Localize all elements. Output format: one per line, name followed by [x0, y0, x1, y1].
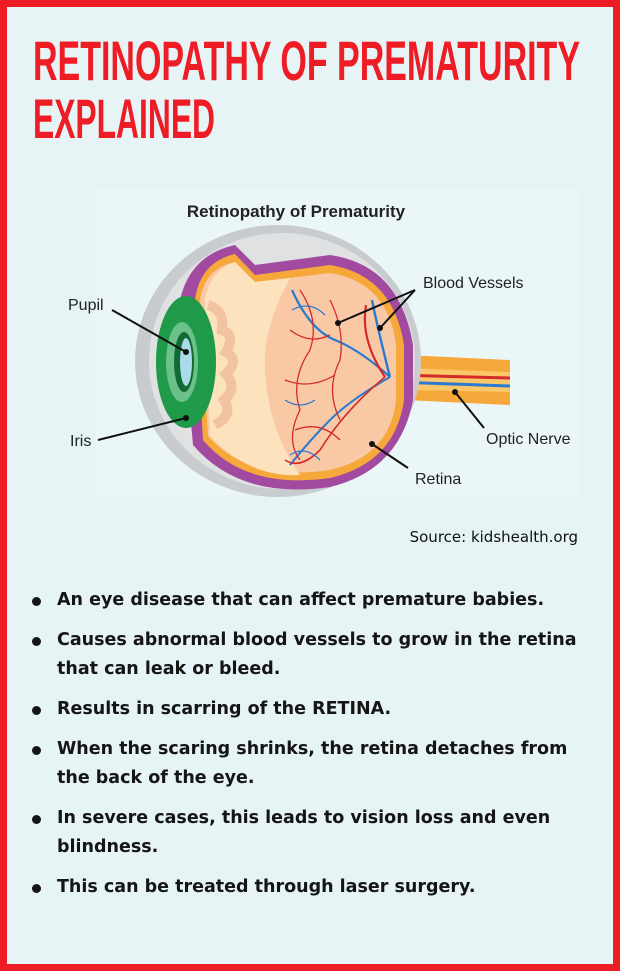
- source-credit: Source: kidshealth.org: [409, 528, 578, 546]
- list-item-text: An eye disease that can affect premature…: [57, 590, 545, 610]
- list-item-text: Causes abnormal blood vessels to grow in…: [57, 630, 577, 679]
- blood-vessels: [284, 289, 392, 466]
- label-optic-nerve: Optic Nerve: [486, 431, 571, 448]
- list-item-text: When the scaring shrinks, the retina det…: [57, 739, 568, 788]
- facts-list: An eye disease that can affect premature…: [30, 586, 590, 913]
- list-item: Causes abnormal blood vessels to grow in…: [30, 626, 590, 684]
- list-item: In severe cases, this leads to vision lo…: [30, 804, 590, 862]
- title-line-1: RETINOPATHY OF PREMATURITY: [33, 29, 580, 92]
- eye-diagram: Retinopathy of Prematurity: [68, 190, 580, 497]
- bullet-icon: [32, 746, 41, 755]
- label-retina: Retina: [415, 471, 461, 488]
- title-line-2: EXPLAINED: [33, 87, 215, 146]
- label-iris: Iris: [70, 433, 91, 450]
- page-title-graphic: RETINOPATHY OF PREMATURITY EXPLAINED: [33, 29, 580, 146]
- list-item: Results in scarring of the RETINA.: [30, 695, 590, 724]
- list-item: When the scaring shrinks, the retina det…: [30, 735, 590, 793]
- list-item-text: In severe cases, this leads to vision lo…: [57, 808, 551, 857]
- bullet-icon: [32, 815, 41, 824]
- list-item-text: This can be treated through laser surger…: [57, 877, 476, 897]
- bullet-icon: [32, 597, 41, 606]
- label-leaders: [97, 289, 485, 469]
- bullet-icon: [32, 706, 41, 715]
- label-pupil: Pupil: [68, 297, 104, 314]
- bullet-icon: [32, 884, 41, 893]
- label-blood-vessels: Blood Vessels: [423, 275, 524, 292]
- bullet-icon: [32, 637, 41, 646]
- lens: [205, 262, 300, 476]
- list-item: An eye disease that can affect premature…: [30, 586, 590, 615]
- list-item: This can be treated through laser surger…: [30, 873, 590, 902]
- list-item-text: Results in scarring of the RETINA.: [57, 699, 392, 719]
- diagram-title: Retinopathy of Prematurity: [187, 202, 406, 221]
- pupil: [180, 338, 192, 386]
- page-title: RETINOPATHY OF PREMATURITY EXPLAINED: [33, 26, 593, 146]
